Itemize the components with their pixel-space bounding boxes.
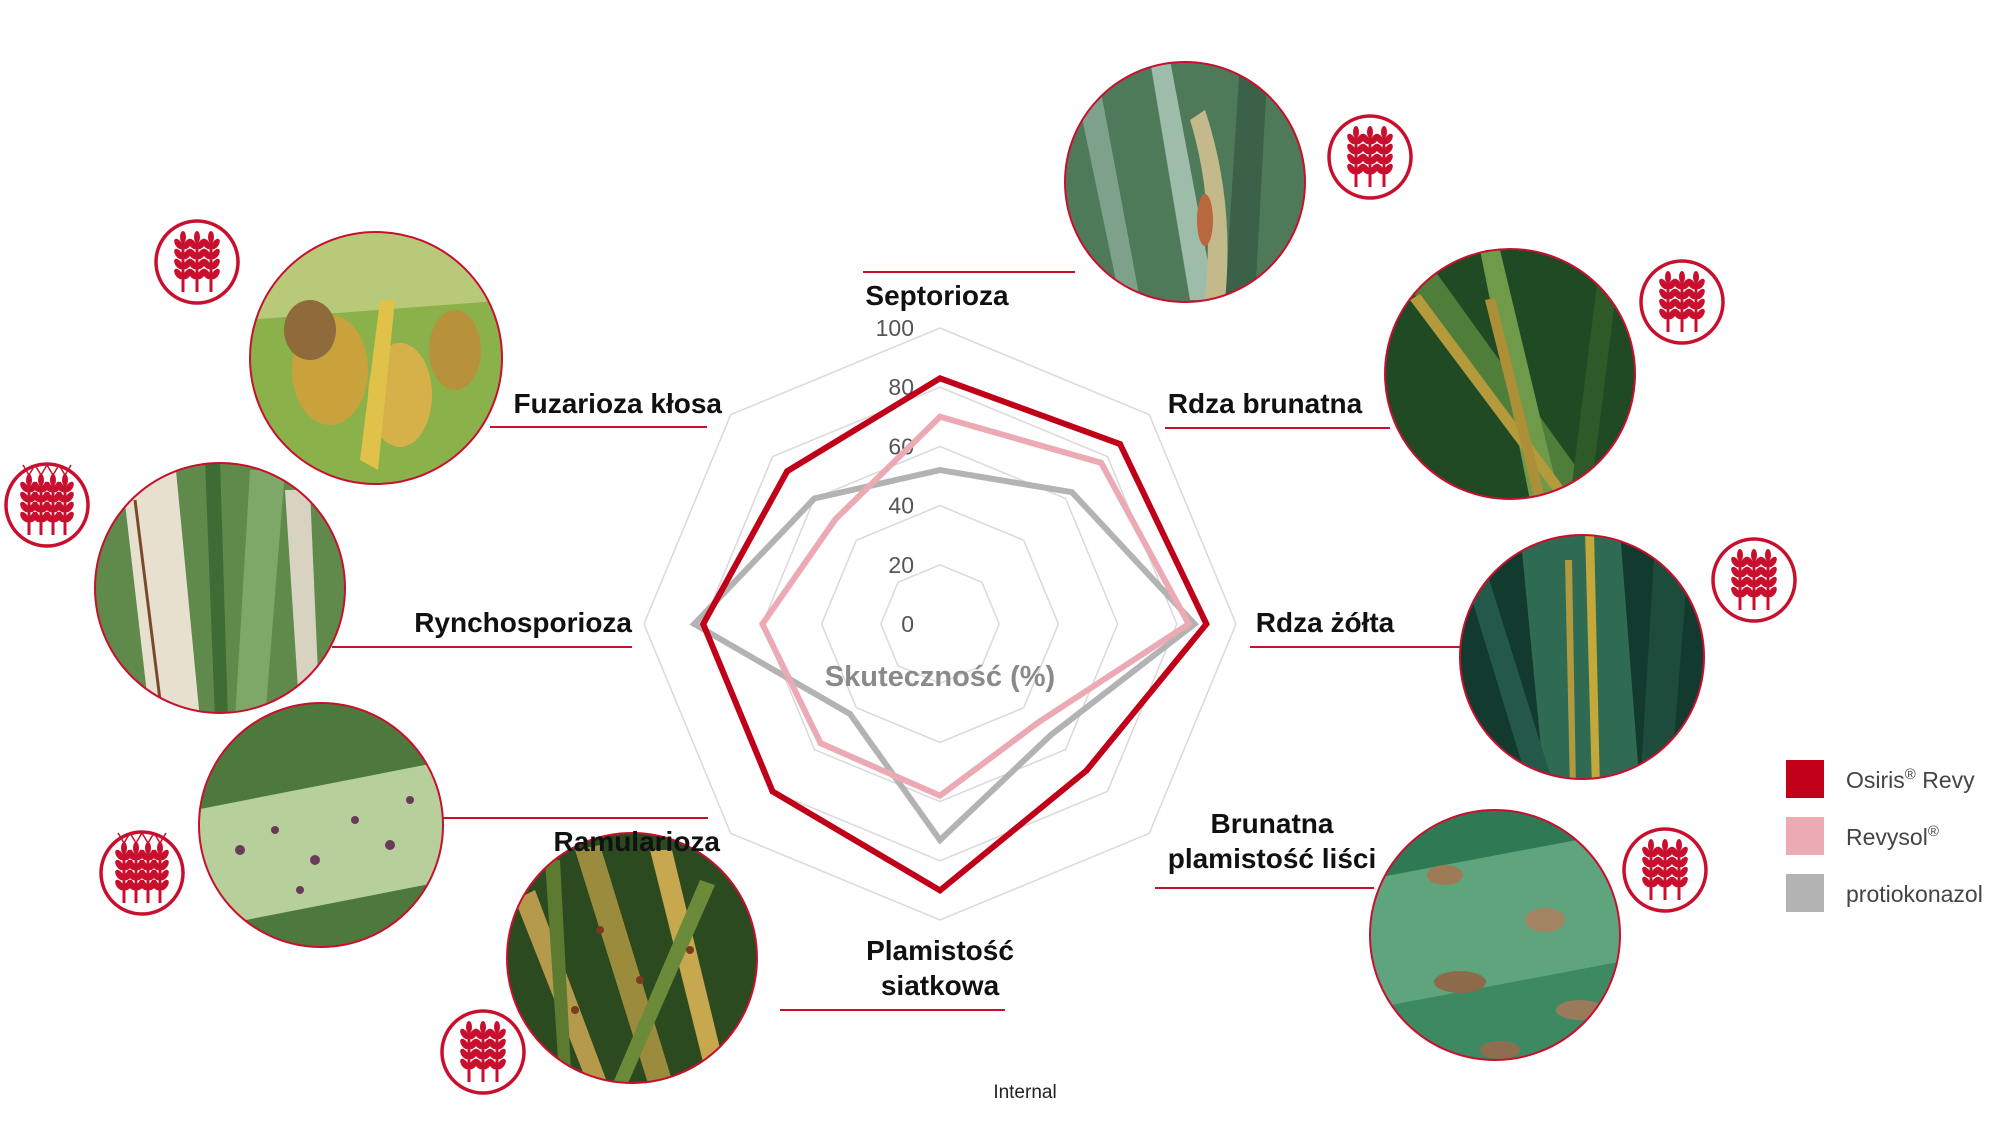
photo-rynchosporioza: [94, 462, 346, 714]
data-point: [691, 621, 698, 627]
data-point: [1083, 767, 1090, 774]
tick-label: 100: [876, 315, 914, 341]
legend-swatch: [1786, 874, 1824, 912]
radar-axis-title: Skuteczność (%): [825, 661, 1055, 693]
tick-label: 0: [901, 611, 914, 637]
wheat-ear-icon: [1639, 259, 1725, 345]
data-point: [769, 788, 776, 795]
badges: [4, 114, 1797, 1095]
grid-ring-40: [820, 504, 1060, 744]
photo-rdza-zolta: [1459, 534, 1705, 780]
data-point: [784, 468, 791, 475]
grid-ring-20: [879, 563, 1001, 685]
tick-label: 20: [888, 552, 914, 578]
radar-grid: [643, 327, 1237, 921]
barley-ear-icon: [99, 830, 185, 916]
legend-swatch: [1786, 760, 1824, 798]
data-point: [1047, 731, 1054, 738]
wheat-ear-icon: [1622, 827, 1708, 913]
legend-swatch: [1786, 817, 1824, 855]
grid-ring-60: [761, 445, 1119, 803]
data-point: [937, 792, 943, 799]
data-point: [937, 887, 943, 894]
data-point: [1191, 621, 1198, 627]
photo-fuzarioza-klosa: [249, 231, 503, 485]
series-line-osiris: [699, 375, 1210, 895]
category-label: Fuzarioza kłosa: [513, 388, 722, 419]
category-label: Ramularioza: [554, 826, 721, 857]
category-label: Rdza brunatna: [1168, 388, 1363, 419]
data-point: [1117, 440, 1124, 447]
data-point: [817, 740, 824, 747]
data-point: [1185, 621, 1192, 627]
photo-ramularioza: [506, 832, 758, 1084]
grid-ring-100: [643, 327, 1237, 921]
data-point: [1068, 489, 1075, 496]
data-point: [846, 711, 853, 718]
footer-classification: Internal: [993, 1082, 1056, 1103]
tick-label: 40: [888, 493, 914, 519]
legend-label: Revysol®: [1846, 823, 1939, 850]
wheat-ear-icon: [440, 1009, 526, 1095]
category-label: Rdza żółta: [1256, 607, 1395, 638]
data-point: [759, 621, 766, 627]
data-point: [1098, 459, 1105, 466]
data-point: [937, 413, 943, 420]
category-label: Rynchosporioza: [414, 607, 632, 638]
data-point: [1203, 621, 1210, 627]
data-point: [700, 621, 707, 627]
data-point: [937, 467, 943, 474]
data-point: [1035, 719, 1042, 726]
data-point: [811, 495, 818, 502]
legend-label: Osiris® Revy: [1846, 766, 1975, 793]
data-point: [832, 516, 839, 523]
connector-lines: [332, 271, 1462, 1011]
wheat-ear-icon: [1711, 537, 1797, 623]
photo-plamistosc-siatkowa: [198, 702, 444, 948]
photo-brunatna-plamistosc: [1369, 809, 1621, 1061]
category-label: Septorioza: [865, 280, 1009, 311]
legend-label: protiokonazol: [1846, 881, 1983, 907]
data-point: [937, 375, 943, 382]
data-point: [937, 837, 943, 844]
radar-series: [689, 375, 1210, 895]
wheat-ear-icon: [1327, 114, 1413, 200]
wheat-ear-icon: [154, 219, 240, 305]
photo-rdza-brunatna: [1384, 248, 1636, 500]
barley-ear-icon: [4, 462, 90, 548]
photo-septorioza: [1064, 61, 1306, 303]
